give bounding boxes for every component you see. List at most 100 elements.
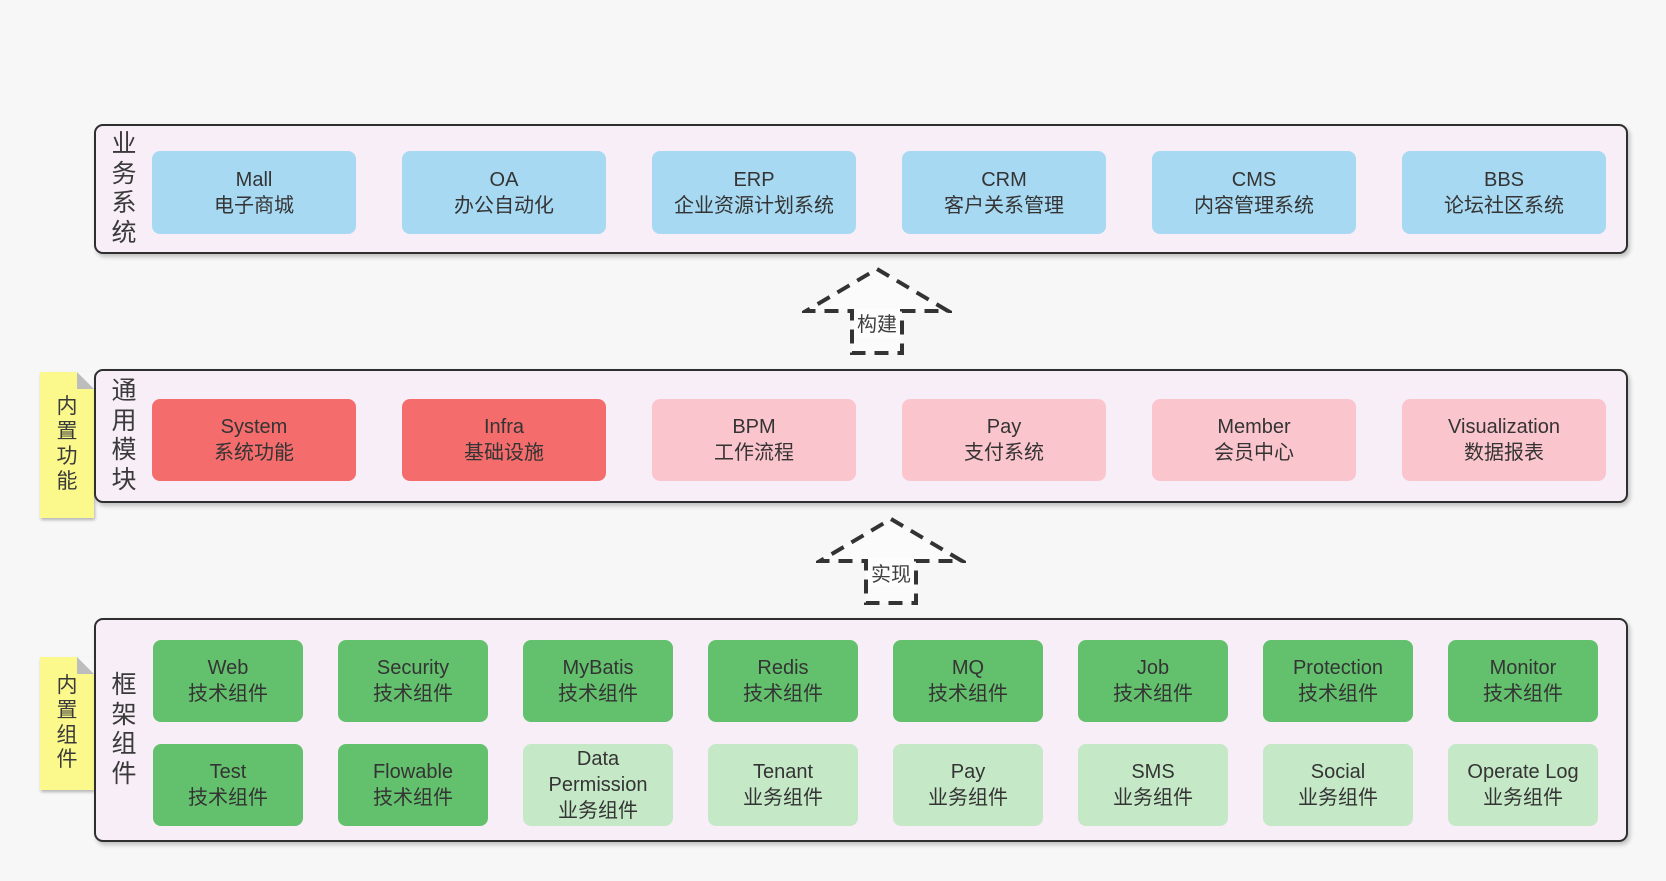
component-title: System — [220, 416, 288, 438]
component-title: MyBatis — [562, 657, 634, 679]
component-subtitle: 工作流程 — [714, 442, 794, 464]
component-title: Social — [1310, 761, 1366, 783]
component-title: Tenant — [752, 761, 814, 783]
component-subtitle: 技术组件 — [1298, 683, 1378, 705]
component-title: BBS — [1483, 168, 1525, 191]
component-title: CRM — [981, 168, 1027, 191]
component-title: Security — [376, 657, 450, 679]
component-title: Visualization — [1448, 416, 1560, 438]
component-subtitle: 技术组件 — [558, 683, 638, 705]
component-box: BBS 论坛社区系统 — [1402, 151, 1606, 234]
component-title: CMS — [1231, 168, 1277, 191]
sticky-note-builtin-components: 内置组件 — [40, 657, 94, 790]
component-subtitle: 客户关系管理 — [944, 194, 1064, 217]
component-subtitle: 业务组件 — [928, 787, 1008, 809]
component-box: MyBatis 技术组件 — [523, 640, 673, 722]
arrow-implement: 实现 — [816, 515, 966, 607]
component-box: ERP 企业资源计划系统 — [652, 151, 856, 234]
component-box: Visualization 数据报表 — [1402, 399, 1606, 481]
component-title: Infra — [483, 416, 525, 438]
component-box: CRM 客户关系管理 — [902, 151, 1106, 234]
component-box: Security 技术组件 — [338, 640, 488, 722]
arrow-build-label: 构建 — [854, 308, 900, 337]
component-title: Test — [209, 761, 247, 783]
component-subtitle: 技术组件 — [1113, 683, 1193, 705]
component-subtitle: 系统功能 — [214, 442, 294, 464]
folded-corner-icon — [77, 372, 94, 389]
arrow-implement-label: 实现 — [868, 558, 914, 587]
component-box: Infra 基础设施 — [402, 399, 606, 481]
component-title: Monitor — [1489, 657, 1557, 679]
component-box: Job 技术组件 — [1078, 640, 1228, 722]
component-title: BPM — [732, 416, 776, 438]
component-subtitle: 内容管理系统 — [1194, 194, 1314, 217]
sticky-note-builtin-features: 内置功能 — [40, 372, 94, 518]
component-box: Tenant 业务组件 — [708, 744, 858, 826]
component-subtitle: 业务组件 — [1483, 787, 1563, 809]
component-title: OA — [489, 168, 519, 191]
component-box: BPM 工作流程 — [652, 399, 856, 481]
component-box: Protection 技术组件 — [1263, 640, 1413, 722]
component-subtitle: 技术组件 — [373, 787, 453, 809]
component-title: Pay — [950, 761, 986, 783]
component-subtitle: 技术组件 — [188, 683, 268, 705]
component-subtitle: 会员中心 — [1214, 442, 1294, 464]
component-title: Data Permission — [548, 748, 648, 796]
component-title: Job — [1136, 657, 1170, 679]
folded-corner-icon — [77, 657, 94, 674]
component-subtitle: 办公自动化 — [454, 194, 554, 217]
arrow-build: 构建 — [802, 265, 952, 357]
component-subtitle: 技术组件 — [373, 683, 453, 705]
component-box: Pay 业务组件 — [893, 744, 1043, 826]
component-box: MQ 技术组件 — [893, 640, 1043, 722]
component-title: Member — [1217, 416, 1291, 438]
component-box: Monitor 技术组件 — [1448, 640, 1598, 722]
component-box: Flowable 技术组件 — [338, 744, 488, 826]
band-label-framework-components: 框架组件 — [111, 671, 137, 788]
component-subtitle: 企业资源计划系统 — [674, 194, 834, 217]
component-subtitle: 技术组件 — [928, 683, 1008, 705]
component-box: Mall 电子商城 — [152, 151, 356, 234]
component-box: Operate Log 业务组件 — [1448, 744, 1598, 826]
component-title: MQ — [951, 657, 985, 679]
component-title: ERP — [733, 168, 775, 191]
component-subtitle: 电子商城 — [214, 194, 294, 217]
component-box: Redis 技术组件 — [708, 640, 858, 722]
component-title: Protection — [1292, 657, 1384, 679]
component-box: OA 办公自动化 — [402, 151, 606, 234]
band-label-common-modules: 通用模块 — [111, 377, 137, 494]
business-systems-row: Mall 电子商城 OA 办公自动化 ERP 企业资源计划系统 CRM 客户关系管理 CMS 内容… — [152, 151, 1606, 234]
component-box: Member 会员中心 — [1152, 399, 1356, 481]
component-box: CMS 内容管理系统 — [1152, 151, 1356, 234]
component-box: System 系统功能 — [152, 399, 356, 481]
component-subtitle: 论坛社区系统 — [1444, 194, 1564, 217]
component-title: Operate Log — [1467, 761, 1579, 783]
sticky-note-text: 内置功能 — [56, 395, 78, 493]
component-subtitle: 基础设施 — [464, 442, 544, 464]
component-box: Social 业务组件 — [1263, 744, 1413, 826]
component-title: SMS — [1131, 761, 1175, 783]
band-business-systems: 业务系统 Mall 电子商城 OA 办公自动化 ERP 企业资源计划系统 CRM 客户关系管理… — [94, 124, 1628, 254]
component-subtitle: 技术组件 — [1483, 683, 1563, 705]
component-subtitle: 技术组件 — [743, 683, 823, 705]
sticky-note-text: 内置组件 — [56, 673, 78, 772]
component-box: SMS 业务组件 — [1078, 744, 1228, 826]
band-label-business-systems: 业务系统 — [111, 130, 137, 247]
component-subtitle: 业务组件 — [1298, 787, 1378, 809]
component-subtitle: 业务组件 — [1113, 787, 1193, 809]
component-title: Mall — [235, 168, 273, 191]
component-title: Flowable — [372, 761, 454, 783]
component-subtitle: 数据报表 — [1464, 442, 1544, 464]
component-subtitle: 业务组件 — [743, 787, 823, 809]
component-title: Redis — [757, 657, 809, 679]
component-title: Web — [207, 657, 249, 679]
component-title: Pay — [986, 416, 1022, 438]
